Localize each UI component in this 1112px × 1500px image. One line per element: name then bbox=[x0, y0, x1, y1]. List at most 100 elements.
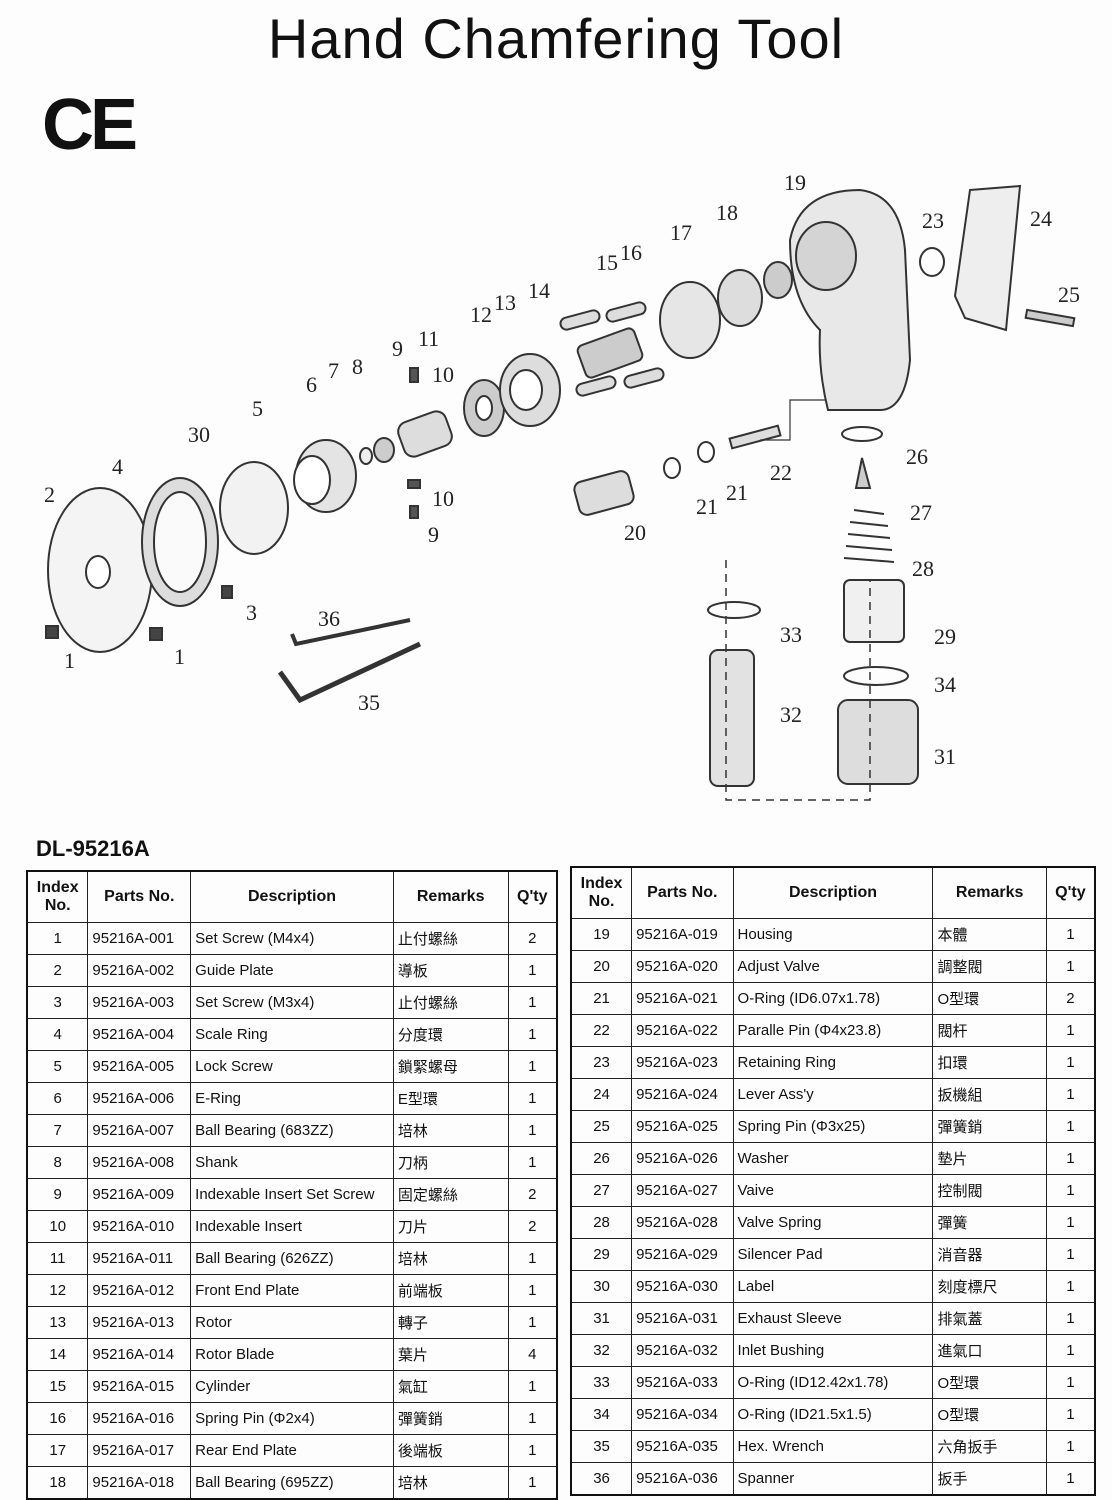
callout-label: 14 bbox=[528, 278, 550, 303]
cell-remarks: 氣缸 bbox=[392, 1370, 509, 1403]
cell-remarks: 六角扳手 bbox=[932, 1430, 1047, 1463]
header-parts-no: Parts No. bbox=[87, 870, 192, 923]
cell-description: Valve Spring bbox=[732, 1206, 934, 1239]
cell-description: Shank bbox=[190, 1146, 394, 1179]
cell-index: 4 bbox=[26, 1018, 89, 1051]
cell-parts-no: 95216A-002 bbox=[87, 954, 192, 987]
callout-label: 29 bbox=[934, 624, 956, 649]
cell-remarks: 後端板 bbox=[392, 1434, 509, 1467]
cell-parts-no: 95216A-036 bbox=[631, 1462, 734, 1496]
cell-parts-no: 95216A-034 bbox=[631, 1398, 734, 1431]
header-description: Description bbox=[190, 870, 394, 923]
valve-spring-drawing bbox=[843, 509, 895, 563]
cell-description: Silencer Pad bbox=[732, 1238, 934, 1271]
cell-index: 20 bbox=[570, 950, 633, 983]
cell-index: 9 bbox=[26, 1178, 89, 1211]
cell-qty: 1 bbox=[1045, 1046, 1096, 1079]
callout-label: 10 bbox=[432, 362, 454, 387]
cell-index: 34 bbox=[570, 1398, 633, 1431]
cell-description: Retaining Ring bbox=[732, 1046, 934, 1079]
callout-label: 22 bbox=[770, 460, 792, 485]
cell-qty: 2 bbox=[507, 1210, 558, 1243]
cell-qty: 1 bbox=[507, 1146, 558, 1179]
cell-qty: 1 bbox=[507, 1466, 558, 1500]
cell-qty: 1 bbox=[507, 954, 558, 987]
cell-index: 32 bbox=[570, 1334, 633, 1367]
cell-remarks: 止付螺絲 bbox=[392, 986, 509, 1019]
cell-qty: 1 bbox=[1045, 1174, 1096, 1207]
cell-index: 35 bbox=[570, 1430, 633, 1463]
cell-index: 14 bbox=[26, 1338, 89, 1371]
cell-qty: 1 bbox=[507, 1370, 558, 1403]
cell-parts-no: 95216A-016 bbox=[87, 1402, 192, 1435]
cell-remarks: 排氣蓋 bbox=[932, 1302, 1047, 1335]
cell-parts-no: 95216A-010 bbox=[87, 1210, 192, 1243]
cell-parts-no: 95216A-013 bbox=[87, 1306, 192, 1339]
cell-description: O-Ring (ID6.07x1.78) bbox=[732, 982, 934, 1015]
cell-index: 28 bbox=[570, 1206, 633, 1239]
cell-description: Ball Bearing (683ZZ) bbox=[190, 1114, 394, 1147]
callout-label: 13 bbox=[494, 290, 516, 315]
callout-label: 1 bbox=[64, 648, 75, 673]
cell-qty: 2 bbox=[507, 922, 558, 955]
cell-parts-no: 95216A-004 bbox=[87, 1018, 192, 1051]
cell-description: E-Ring bbox=[190, 1082, 394, 1115]
cell-remarks: 葉片 bbox=[392, 1338, 509, 1371]
exhaust-sleeve-drawing bbox=[837, 699, 919, 785]
cell-index: 33 bbox=[570, 1366, 633, 1399]
cell-remarks: 彈簧銷 bbox=[932, 1110, 1047, 1143]
cell-description: Vaive bbox=[732, 1174, 934, 1207]
cell-index: 23 bbox=[570, 1046, 633, 1079]
callout-label: 19 bbox=[784, 170, 806, 195]
cell-parts-no: 95216A-020 bbox=[631, 950, 734, 983]
cell-index: 16 bbox=[26, 1402, 89, 1435]
cell-remarks: 進氣口 bbox=[932, 1334, 1047, 1367]
cell-remarks: 培林 bbox=[392, 1242, 509, 1275]
cell-index: 8 bbox=[26, 1146, 89, 1179]
cell-parts-no: 95216A-025 bbox=[631, 1110, 734, 1143]
cylinder-drawing bbox=[659, 281, 721, 359]
callout-label: 18 bbox=[716, 200, 738, 225]
cell-index: 15 bbox=[26, 1370, 89, 1403]
cell-description: Ball Bearing (695ZZ) bbox=[190, 1466, 394, 1500]
cell-remarks: 墊片 bbox=[932, 1142, 1047, 1175]
cell-index: 19 bbox=[570, 918, 633, 951]
silencer-pad-drawing bbox=[843, 579, 905, 643]
callout-label: 23 bbox=[922, 208, 944, 233]
callout-label: 25 bbox=[1058, 282, 1080, 307]
housing-drawing bbox=[788, 188, 912, 411]
cell-description: Lever Ass'y bbox=[732, 1078, 934, 1111]
cell-parts-no: 95216A-018 bbox=[87, 1466, 192, 1500]
callout-label: 33 bbox=[780, 622, 802, 647]
cell-parts-no: 95216A-007 bbox=[87, 1114, 192, 1147]
cell-qty: 1 bbox=[1045, 1238, 1096, 1271]
cell-remarks: 培林 bbox=[392, 1114, 509, 1147]
header-index: Index No. bbox=[26, 870, 89, 923]
callout-label: 9 bbox=[428, 522, 439, 547]
cell-description: Label bbox=[732, 1270, 934, 1303]
cell-index: 25 bbox=[570, 1110, 633, 1143]
callout-label: 27 bbox=[910, 500, 932, 525]
cell-qty: 1 bbox=[507, 1018, 558, 1051]
callout-label: 10 bbox=[432, 486, 454, 511]
callout-label: 30 bbox=[188, 422, 210, 447]
cell-remarks: 培林 bbox=[392, 1466, 509, 1500]
inlet-bushing-drawing bbox=[709, 649, 755, 787]
callout-label: 26 bbox=[906, 444, 928, 469]
header-index: Index No. bbox=[570, 866, 633, 919]
cell-index: 2 bbox=[26, 954, 89, 987]
callout-label: 24 bbox=[1030, 206, 1052, 231]
